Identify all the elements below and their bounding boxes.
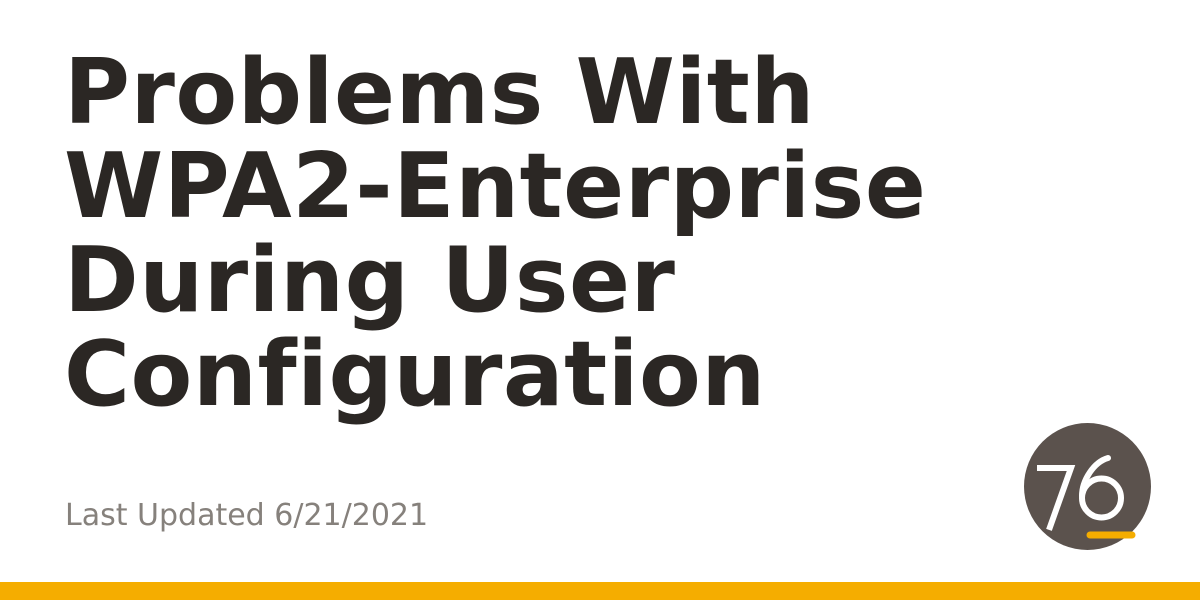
page-title-line-3: During User [64, 228, 676, 333]
page-title-line-4: Configuration [64, 322, 766, 427]
page-title-line-2: WPA2-Enterprise [64, 134, 927, 239]
page-title-line-1: Problems With [64, 40, 815, 145]
last-updated-date: Last Updated 6/21/2021 [65, 498, 429, 533]
page-title: Problems With WPA2-Enterprise During Use… [64, 46, 1064, 422]
seventy-six-logo-icon [1024, 423, 1151, 550]
accent-bar [0, 582, 1200, 600]
